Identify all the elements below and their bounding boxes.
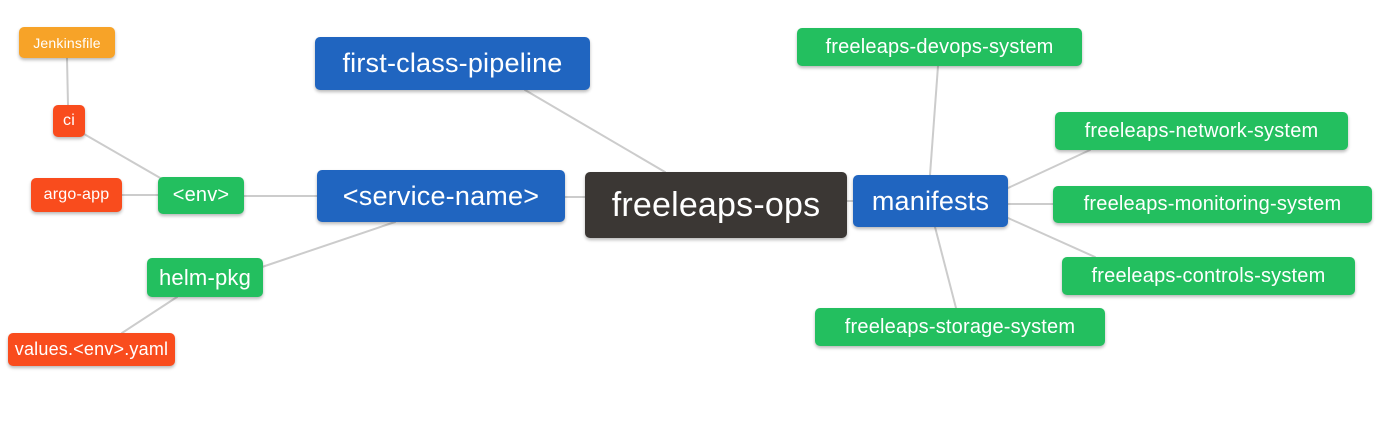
edge-manifests-to-freeleaps-storage-system: [934, 226, 957, 309]
node-jenkinsfile[interactable]: Jenkinsfile: [19, 27, 115, 58]
edge-manifests-to-freeleaps-controls-system: [1007, 217, 1096, 258]
edge-helm-pkg-to-values-env-yaml: [121, 296, 178, 334]
node-service-name[interactable]: <service-name>: [317, 170, 565, 222]
node-ci[interactable]: ci: [53, 105, 85, 137]
node-freeleaps-storage-system[interactable]: freeleaps-storage-system: [815, 308, 1105, 346]
edge-first-class-pipeline-to-freeleaps-ops: [524, 89, 666, 173]
node-freeleaps-controls-system[interactable]: freeleaps-controls-system: [1062, 257, 1355, 295]
edge-manifests-to-freeleaps-devops-system: [929, 65, 939, 176]
edge-jenkinsfile-to-ci: [66, 57, 69, 106]
node-env[interactable]: <env>: [158, 177, 244, 214]
node-first-class-pipeline[interactable]: first-class-pipeline: [315, 37, 590, 90]
node-helm-pkg[interactable]: helm-pkg: [147, 258, 263, 297]
node-argo-app[interactable]: argo-app: [31, 178, 122, 212]
node-values-env-yaml[interactable]: values.<env>.yaml: [8, 333, 175, 366]
edge-service-name-to-helm-pkg: [261, 221, 396, 268]
node-freeleaps-monitoring-system[interactable]: freeleaps-monitoring-system: [1053, 186, 1372, 223]
edge-ci-to-env: [83, 133, 163, 180]
node-freeleaps-ops[interactable]: freeleaps-ops: [585, 172, 847, 238]
node-manifests[interactable]: manifests: [853, 175, 1008, 227]
node-freeleaps-devops-system[interactable]: freeleaps-devops-system: [797, 28, 1082, 66]
node-freeleaps-network-system[interactable]: freeleaps-network-system: [1055, 112, 1348, 150]
edge-manifests-to-freeleaps-network-system: [1007, 149, 1091, 189]
